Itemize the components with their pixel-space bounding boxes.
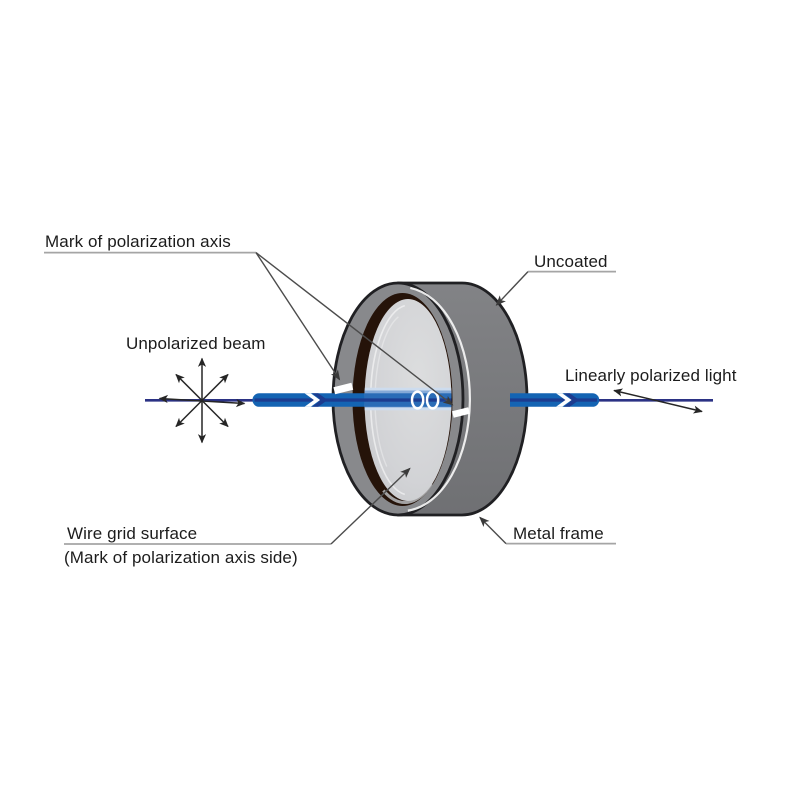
outgoing-beam — [510, 393, 713, 407]
label-metal-frame: Metal frame — [513, 524, 604, 543]
linear-polarization-arrow — [613, 388, 703, 414]
lens-highlight-arc-2 — [374, 316, 399, 467]
leader-uncoated — [495, 271, 529, 306]
incoming-beam-core — [254, 398, 368, 402]
unpolarized-direction-arrows — [158, 357, 246, 444]
leader-wire-grid-surface — [330, 467, 411, 545]
polarization-direction-arrow — [613, 388, 703, 414]
label-mark-of-polarization-axis: Mark of polarization axis — [45, 232, 231, 251]
lens-beam-core — [364, 398, 452, 402]
outgoing-beam-core — [510, 398, 597, 402]
label-linearly-polarized-light: Linearly polarized light — [565, 366, 737, 385]
leader-lines — [44, 251, 616, 545]
label-wire-grid-surface-note: (Mark of polarization axis side) — [64, 548, 298, 567]
outgoing-beam-chevron-shadow — [563, 393, 580, 407]
label-uncoated: Uncoated — [534, 252, 608, 271]
polarization-mark-left — [333, 382, 354, 395]
polarization-state-rings — [410, 390, 440, 410]
polarization-ring-2 — [425, 390, 440, 410]
polarization-axis-marks — [333, 382, 470, 418]
leader-mark-to-right-mark — [255, 252, 454, 406]
incoming-beam-chevron — [304, 393, 321, 407]
label-wire-grid-surface: Wire grid surface — [67, 524, 198, 543]
polarization-mark-right — [452, 407, 470, 418]
incoming-beam-chevron-shadow — [312, 393, 328, 407]
beam-inside-lens — [364, 387, 452, 411]
leader-metal-frame — [479, 516, 507, 545]
leader-mark-to-left-mark — [255, 252, 341, 381]
polarization-ring-1 — [410, 390, 425, 410]
frame-edge-highlight — [407, 286, 471, 512]
unpolarized-arrow-diagonal-2 — [175, 373, 229, 428]
label-unpolarized-beam: Unpolarized beam — [126, 334, 266, 353]
metal-frame-body — [331, 281, 529, 517]
incoming-beam — [252, 393, 368, 407]
outgoing-beam-chevron — [556, 393, 572, 407]
